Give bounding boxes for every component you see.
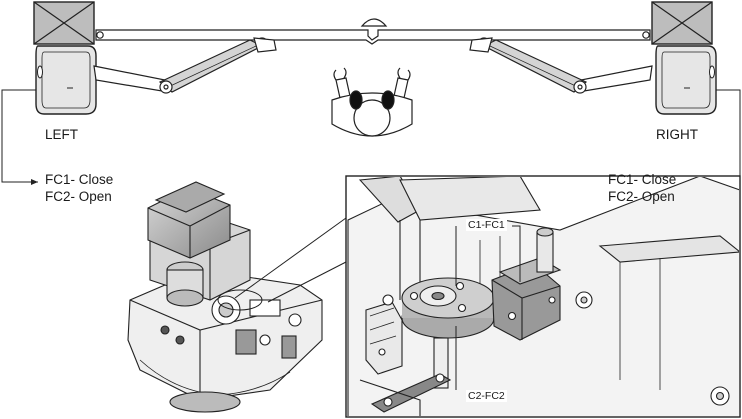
right-pillar [651,1,713,45]
right-motor [655,45,717,115]
left-fc2-label: FC2- Open [45,189,112,204]
c1-fc1-label: C1-FC1 [466,219,507,231]
right-fc2-label: FC2- Open [608,189,675,204]
left-label: LEFT [45,127,79,142]
c2-fc2-label: C2-FC2 [466,390,507,402]
left-motor [35,45,97,115]
left-leader-line [1,89,38,185]
detail-box [345,175,741,418]
left-pillar [33,1,95,45]
c1-fc1-callout-hook [512,225,521,282]
left-fc1-label: FC1- Close [45,172,114,187]
person-top-view [331,67,413,137]
right-arm [469,37,653,94]
right-fc1-label: FC1- Close [608,172,677,187]
right-label: RIGHT [656,127,698,142]
gate-beam [95,18,651,45]
zoom-lines [217,217,347,311]
motor-unit-illustration [127,181,323,413]
left-arm [93,37,277,94]
